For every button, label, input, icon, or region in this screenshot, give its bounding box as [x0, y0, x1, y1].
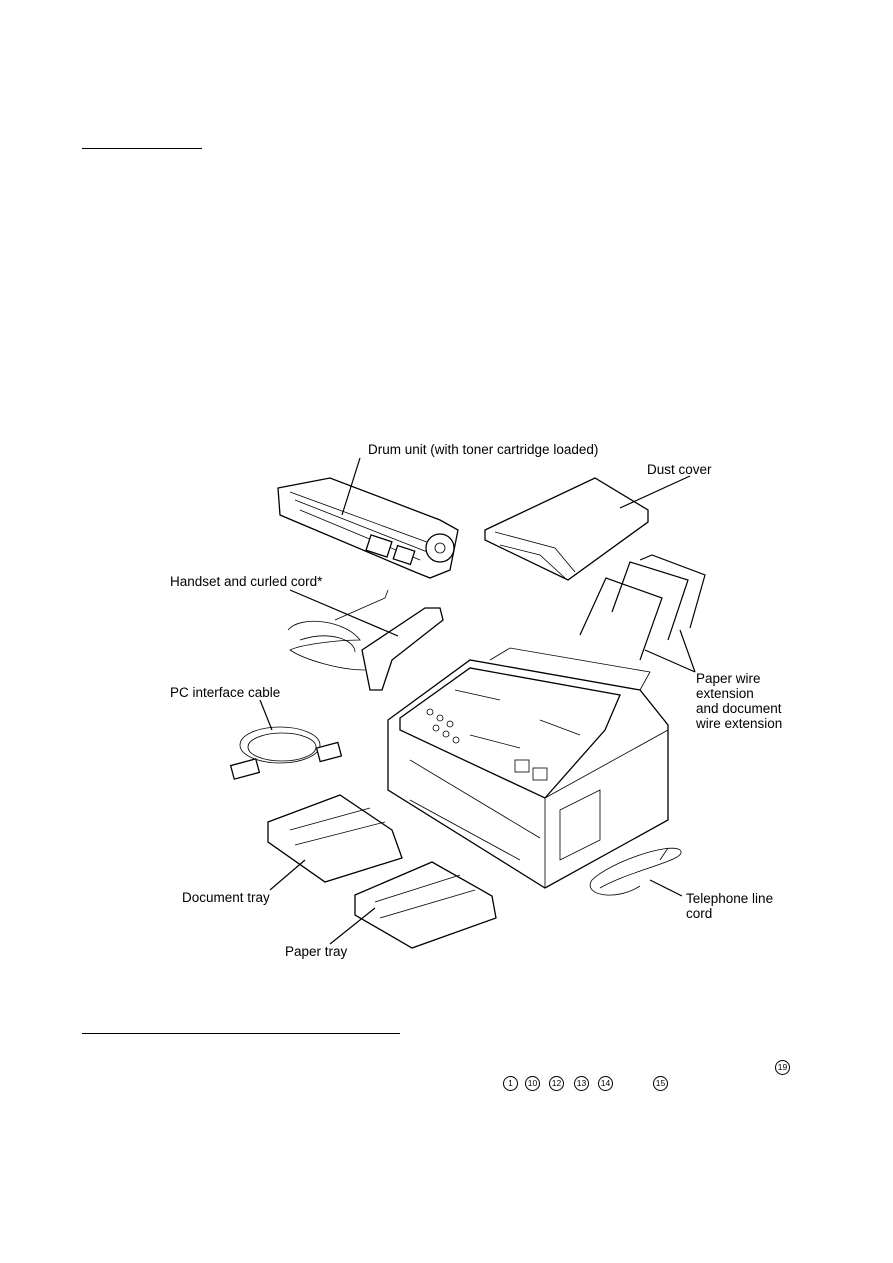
pc-cable-drawing — [229, 726, 343, 780]
marker-10: 10 — [525, 1076, 540, 1091]
marker-13: 13 — [574, 1076, 589, 1091]
document-tray-drawing — [267, 794, 403, 883]
pc-cable-label: PC interface cable — [170, 685, 280, 700]
marker-19: 19 — [775, 1060, 790, 1075]
marker-1: 1 — [503, 1076, 518, 1091]
marker-14: 14 — [598, 1076, 613, 1091]
telephone-cord-label-2: cord — [686, 906, 712, 921]
footnote-separator — [82, 1033, 400, 1034]
handset-drawing — [287, 589, 444, 691]
handset-label: Handset and curled cord* — [170, 574, 323, 589]
fax-machine-drawing — [387, 647, 669, 889]
paper-wire-label-1: Paper wire — [696, 671, 761, 686]
telephone-cord-label-1: Telephone line — [686, 891, 773, 906]
dust-cover-label: Dust cover — [647, 462, 712, 477]
paper-wire-label-2: extension — [696, 686, 754, 701]
heading-underline — [82, 148, 202, 149]
drum-unit-drawing — [277, 477, 459, 579]
paper-wire-drawing — [579, 554, 706, 661]
marker-12: 12 — [549, 1076, 564, 1091]
paper-tray-drawing — [354, 861, 497, 949]
paper-wire-label-4: wire extension — [695, 716, 782, 731]
document-tray-label: Document tray — [182, 890, 270, 905]
dust-cover-drawing — [484, 477, 649, 581]
telephone-cord-drawing — [589, 847, 682, 896]
drum-unit-label: Drum unit (with toner cartridge loaded) — [368, 442, 598, 457]
marker-15: 15 — [653, 1076, 668, 1091]
paper-wire-label-3: and document — [696, 701, 782, 716]
paper-tray-label: Paper tray — [285, 944, 348, 959]
